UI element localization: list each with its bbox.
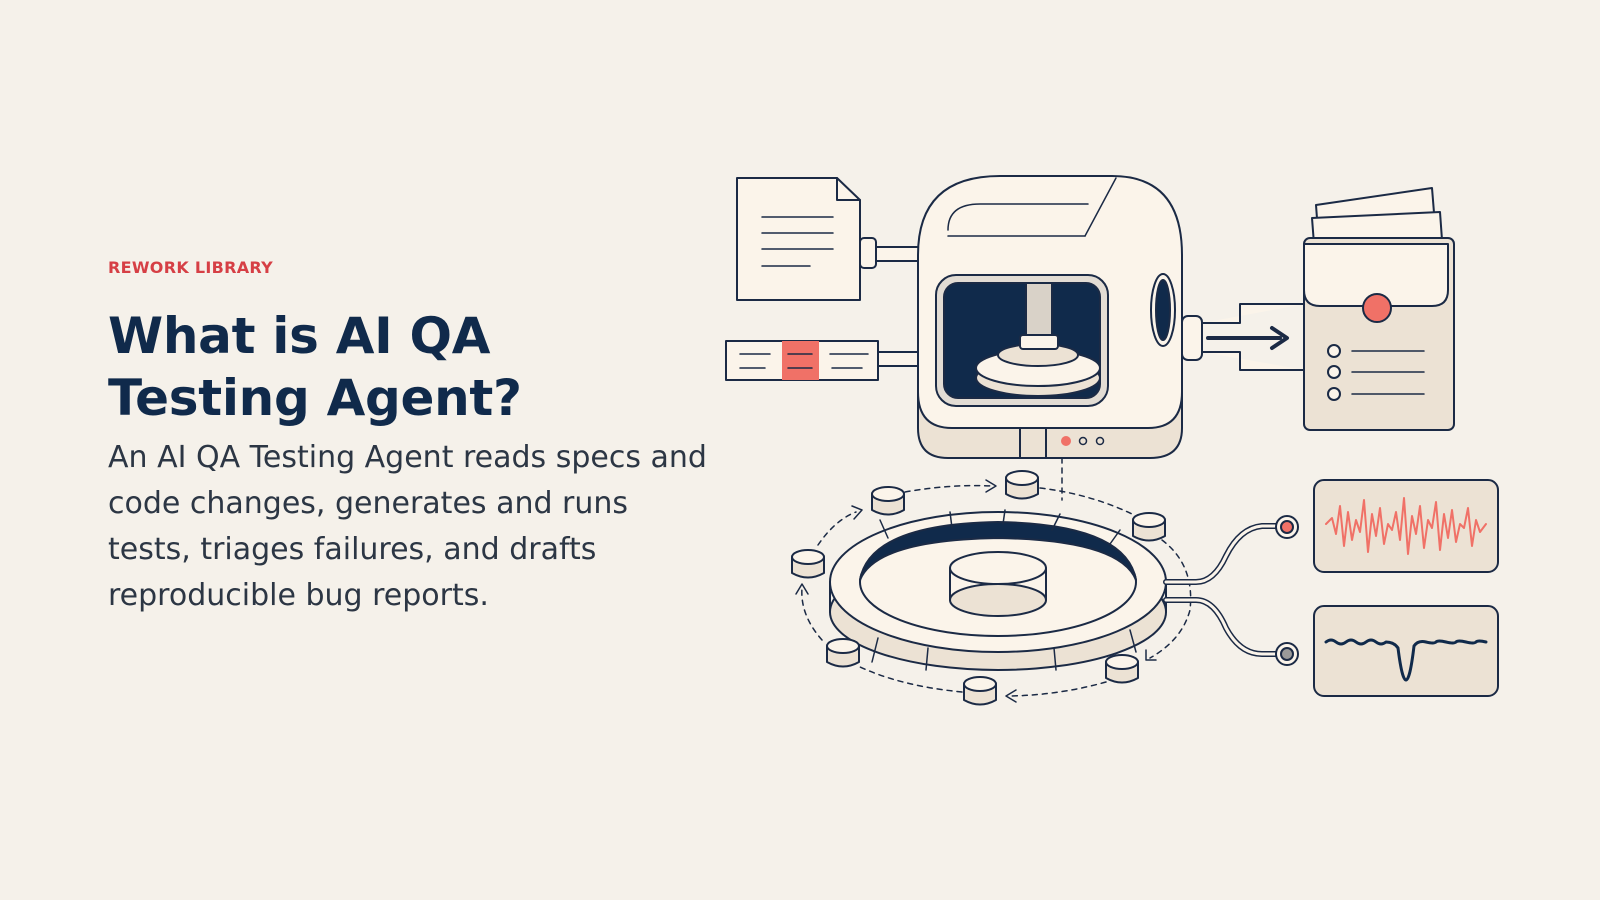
monitor-cables [1163,515,1299,666]
test-case-pucks [791,470,1166,706]
doc-connector-pipe [859,237,923,269]
test-cycle-orbit [795,479,1192,703]
spec-document-icon [736,177,861,301]
page-title: What is AI QA Testing Agent? [108,307,522,427]
output-arrow-icon [1181,303,1306,371]
code-diff-strip-icon [725,340,923,381]
hero-text: REWORK LIBRARY What is AI QA Testing Age… [108,258,708,619]
test-machine-icon [917,175,1183,459]
test-loop-ring-icon [829,509,1167,671]
signal-waveform-icon [1313,605,1499,697]
eyebrow-label[interactable]: REWORK LIBRARY [108,258,274,277]
qa-agent-illustration [725,175,1499,706]
page-description: An AI QA Testing Agent reads specs and c… [108,440,707,613]
error-waveform-icon [1313,479,1499,573]
bug-report-folder-icon [1303,187,1455,431]
